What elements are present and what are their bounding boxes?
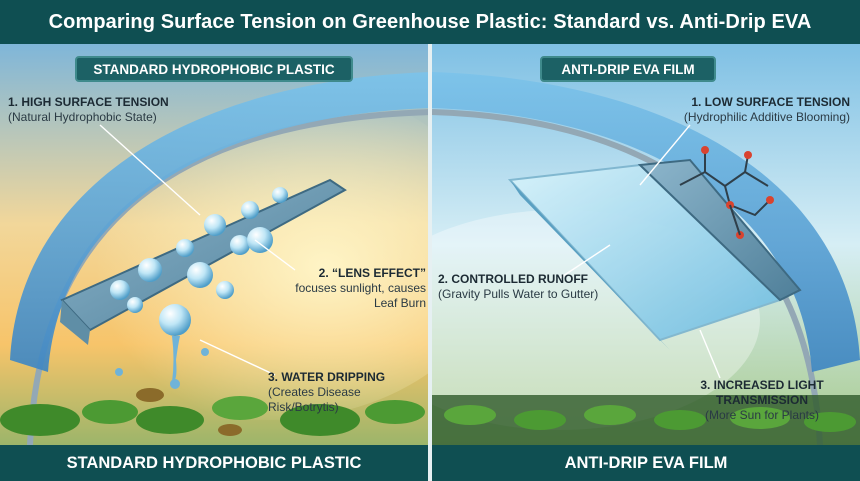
callout-light-transmission: 3. INCREASED LIGHT TRANSMISSION (More Su… bbox=[672, 378, 852, 423]
callout-water-dripping: 3. WATER DRIPPING (Creates Disease Risk/… bbox=[268, 370, 418, 415]
callout-controlled-runoff: 2. CONTROLLED RUNOFF (Gravity Pulls Wate… bbox=[438, 272, 608, 302]
right-seedlings bbox=[432, 395, 860, 445]
callout-title: 3. WATER DRIPPING bbox=[268, 370, 386, 384]
callout-subtitle: focuses sunlight, causes Leaf Burn bbox=[295, 281, 426, 310]
callout-subtitle: (Gravity Pulls Water to Gutter) bbox=[438, 287, 599, 301]
callout-subtitle: (Natural Hydrophobic State) bbox=[8, 110, 157, 124]
left-seedlings bbox=[0, 388, 425, 436]
right-scene bbox=[432, 44, 860, 445]
right-panel-label: ANTI-DRIP EVA FILM bbox=[540, 56, 716, 82]
callout-high-surface-tension: 1. HIGH SURFACE TENSION (Natural Hydroph… bbox=[8, 95, 248, 125]
callout-title: 2. “LENS EFFECT” bbox=[318, 266, 426, 280]
callout-subtitle: (Creates Disease Risk/Botrytis) bbox=[268, 385, 361, 414]
callout-title: 1. LOW SURFACE TENSION bbox=[691, 95, 850, 109]
title-banner: Comparing Surface Tension on Greenhouse … bbox=[0, 0, 860, 44]
callout-title: 3. INCREASED LIGHT TRANSMISSION bbox=[700, 378, 824, 407]
callout-low-surface-tension: 1. LOW SURFACE TENSION (Hydrophilic Addi… bbox=[650, 95, 850, 125]
callout-title: 1. HIGH SURFACE TENSION bbox=[8, 95, 169, 109]
water-droplets bbox=[110, 187, 288, 389]
left-footer-label: STANDARD HYDROPHOBIC PLASTIC bbox=[0, 445, 428, 481]
molecule-icon bbox=[679, 146, 774, 239]
callout-title: 2. CONTROLLED RUNOFF bbox=[438, 272, 588, 286]
callout-lens-effect: 2. “LENS EFFECT” focuses sunlight, cause… bbox=[276, 266, 426, 311]
right-footer-label: ANTI-DRIP EVA FILM bbox=[432, 445, 860, 481]
callout-subtitle: (Hydrophilic Additive Blooming) bbox=[683, 110, 850, 124]
callout-subtitle: (More Sun for Plants) bbox=[704, 408, 820, 422]
page-title: Comparing Surface Tension on Greenhouse … bbox=[48, 10, 812, 33]
left-scene bbox=[0, 44, 428, 445]
panel-divider bbox=[428, 44, 432, 481]
left-panel-label: STANDARD HYDROPHOBIC PLASTIC bbox=[75, 56, 353, 82]
